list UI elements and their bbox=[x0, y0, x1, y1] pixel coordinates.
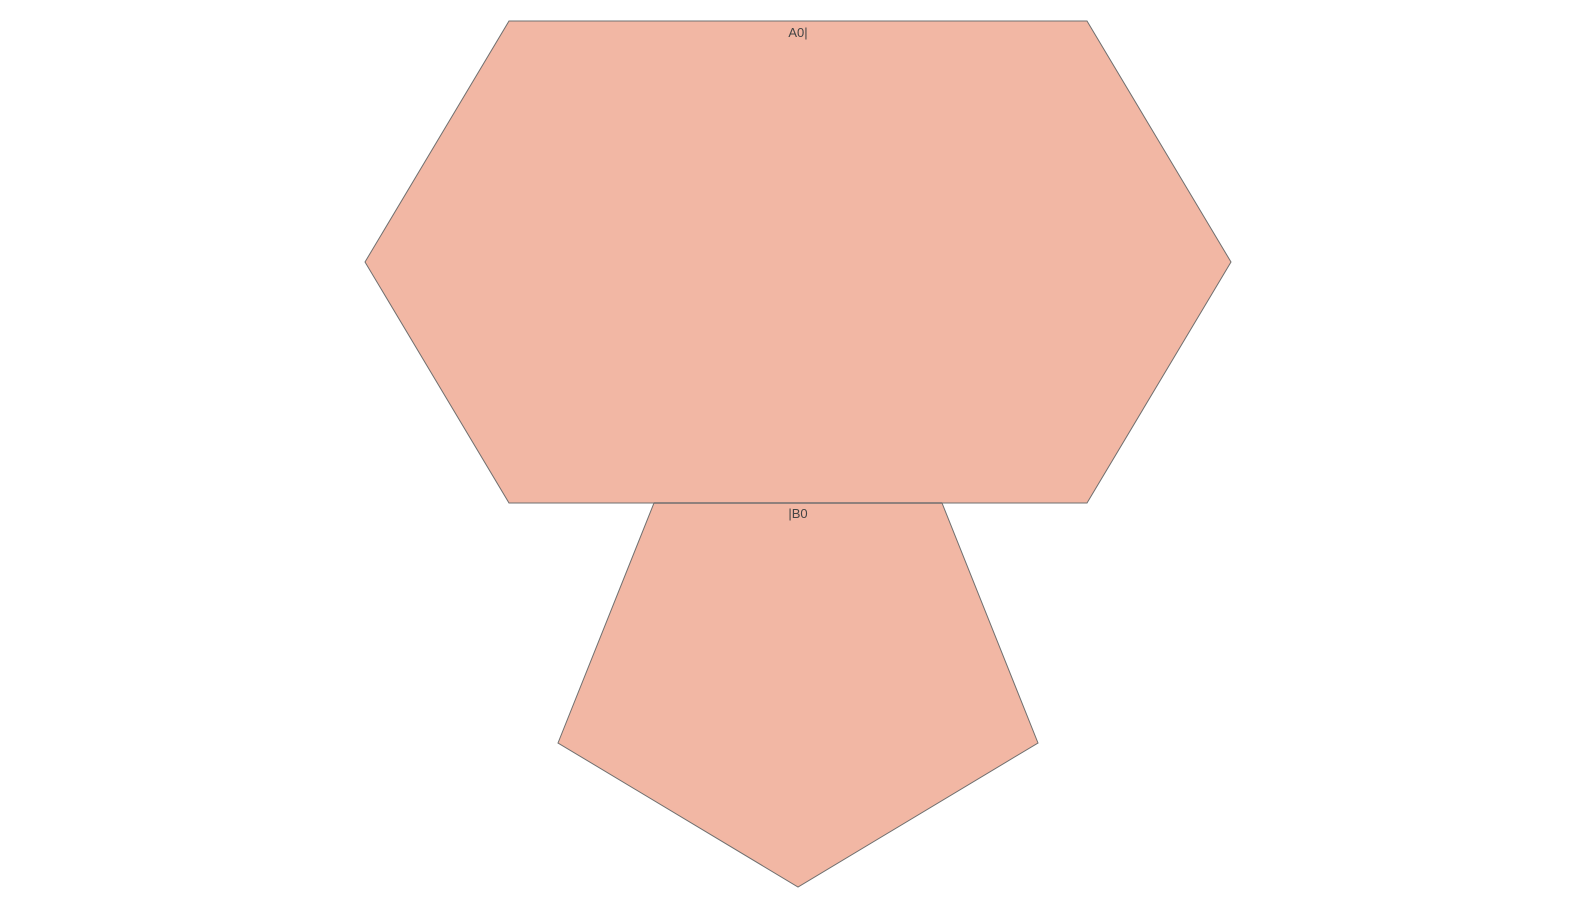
face-label-b0: |B0 bbox=[788, 506, 807, 521]
face-label-a0: A0| bbox=[788, 25, 807, 40]
hexagon-face-a0 bbox=[364, 20, 1232, 504]
